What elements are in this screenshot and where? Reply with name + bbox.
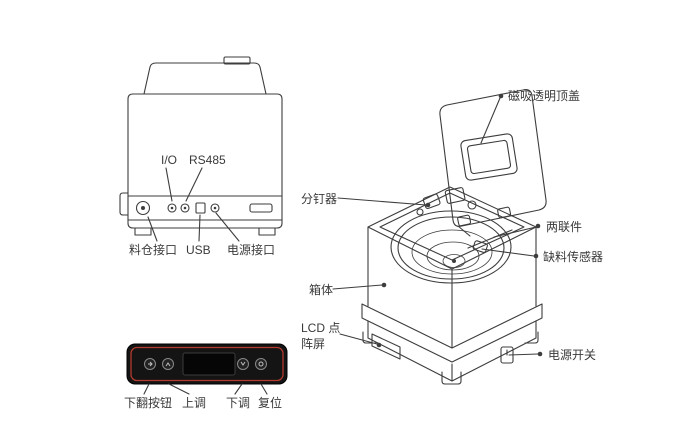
label-power-switch: 电源开关 <box>548 348 597 362</box>
page-down-icon <box>148 361 153 367</box>
panel-button-down <box>237 358 249 370</box>
rs485-connector <box>180 203 190 213</box>
callout-dot-power-switch <box>537 351 543 357</box>
callout-dot-duplex <box>535 223 541 229</box>
iso-callout-lines <box>332 93 543 357</box>
label-power-port: 电源接口 <box>227 243 276 257</box>
io-connector <box>167 203 177 213</box>
side-bracket <box>119 192 129 216</box>
panel-accent-outline <box>130 346 284 382</box>
lid-outline <box>143 62 267 95</box>
label-down-button: 下调 <box>226 396 251 410</box>
shortage-sensor-part <box>472 240 488 253</box>
panel-callout-lines <box>143 383 268 395</box>
label-hopper-port: 料仓接口 <box>129 243 178 257</box>
label-rs485: RS485 <box>189 153 226 167</box>
back-view-callout-lines <box>147 167 240 242</box>
lid-latch-right <box>497 206 512 219</box>
label-lcd-line1: LCD 点 <box>301 321 341 335</box>
callout-dot-top-cover <box>498 93 504 99</box>
down-arrow-icon <box>240 361 246 366</box>
up-arrow-icon <box>165 362 171 367</box>
label-up-button: 上调 <box>182 396 207 410</box>
callout-dot-lcd <box>376 342 382 348</box>
label-duplex-part: 两联件 <box>546 220 583 234</box>
control-panel <box>126 343 288 385</box>
panel-button-up <box>162 358 174 370</box>
label-pin-separator: 分钉器 <box>301 192 338 206</box>
reset-icon <box>258 361 264 367</box>
label-page-down-button: 下翻按钮 <box>124 396 173 410</box>
iso-foot-front <box>441 371 462 385</box>
top-cover-lid <box>439 89 547 227</box>
callout-dot-cabinet <box>381 282 387 288</box>
hopper-connector <box>135 200 151 216</box>
foot-left <box>134 227 152 236</box>
callout-dot-pin-separator <box>425 202 431 208</box>
pin-separator-mechanism <box>416 187 513 253</box>
panel-screen <box>182 352 236 376</box>
base-band <box>361 303 543 363</box>
machine-body <box>127 93 283 229</box>
label-shortage-sensor: 缺料传感器 <box>543 250 604 264</box>
callout-dot-sensor <box>533 253 539 259</box>
label-cabinet: 箱体 <box>309 283 334 297</box>
label-top-cover: 磁吸透明顶盖 <box>508 89 581 103</box>
lcd-display <box>371 333 401 360</box>
lid-latch-left <box>457 214 472 227</box>
label-usb: USB <box>186 243 211 257</box>
iso-view-machine <box>361 89 547 385</box>
foot-right <box>258 227 276 236</box>
label-reset-button: 复位 <box>258 396 283 410</box>
lid-tab <box>223 56 251 65</box>
label-lcd-line2: 阵屏 <box>301 337 326 351</box>
label-io: I/O <box>161 153 178 167</box>
iso-foot-right <box>524 331 539 344</box>
vent-slot <box>249 203 273 213</box>
usb-connector <box>195 202 206 214</box>
lid-window <box>460 133 518 181</box>
back-view-machine <box>119 56 283 236</box>
power-jack <box>210 203 220 213</box>
panel-button-reset <box>255 358 267 370</box>
